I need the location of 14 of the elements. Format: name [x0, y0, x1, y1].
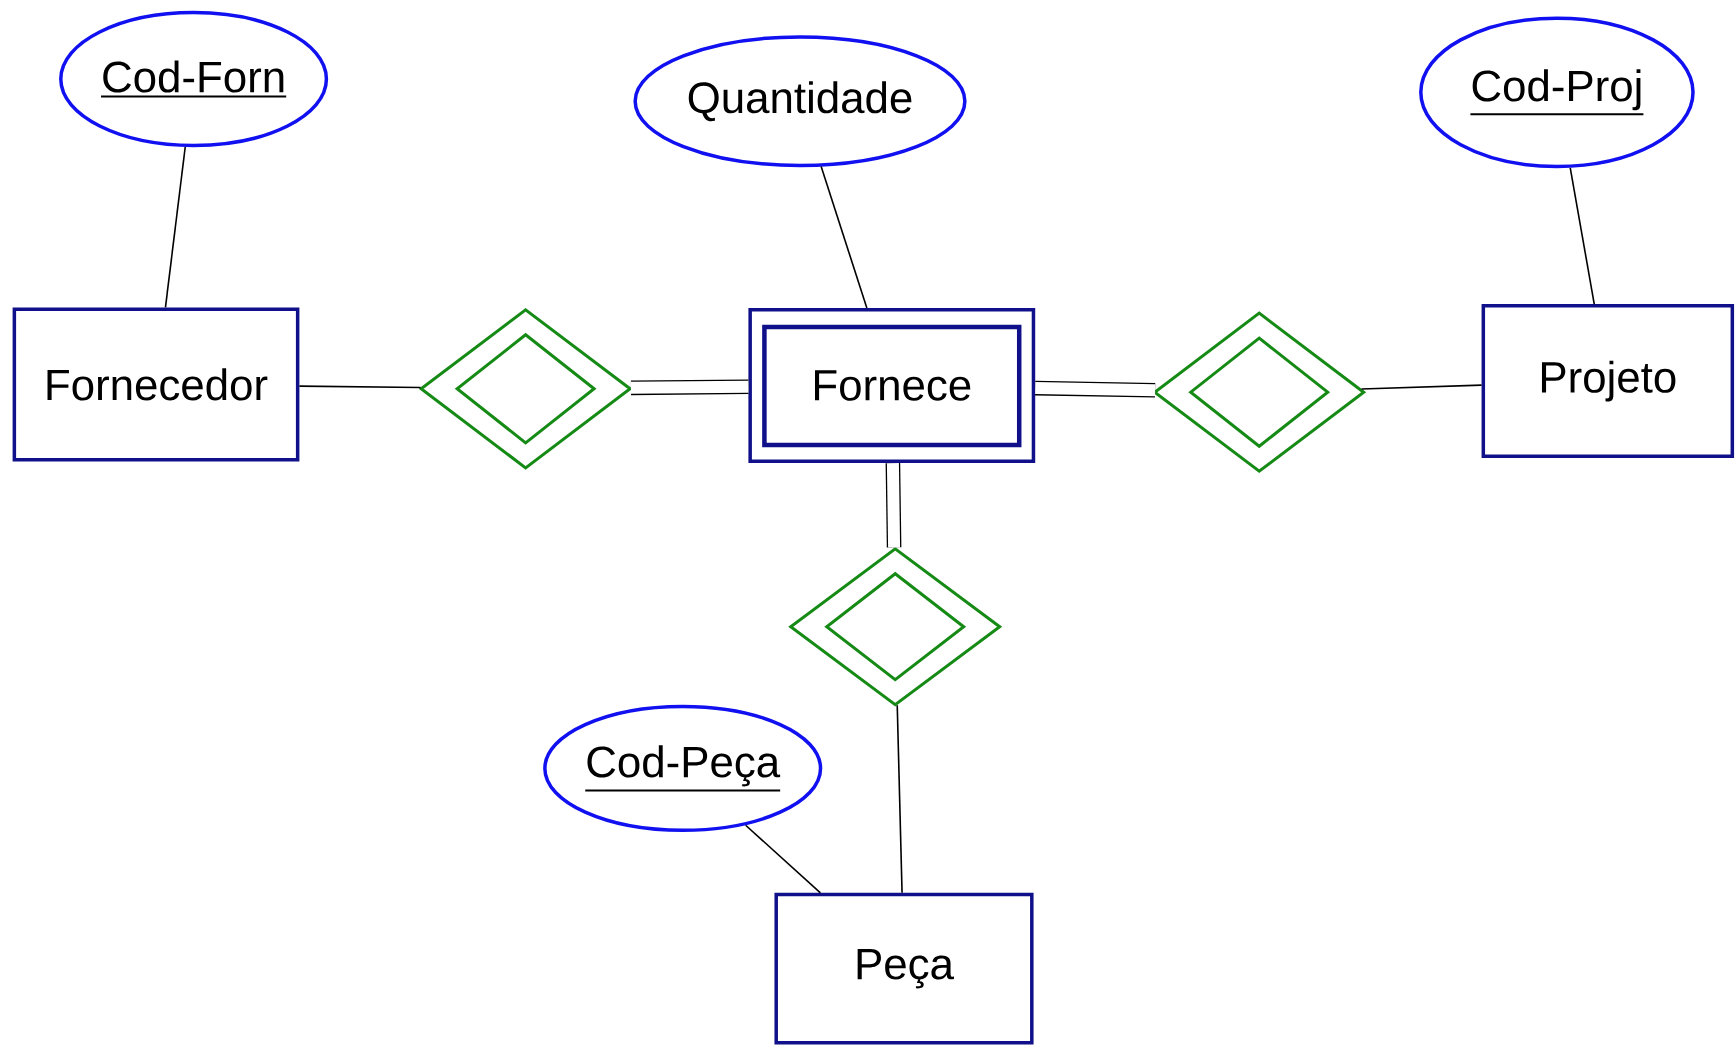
- weak-entity-box: Fornece: [748, 307, 1036, 464]
- connector-line: [896, 704, 903, 894]
- double-line: [885, 462, 902, 548]
- connector-line: [820, 165, 868, 309]
- entity-box: Projeto: [1481, 304, 1735, 459]
- connector-line: [298, 385, 422, 389]
- entity-box: Peça: [774, 892, 1034, 1045]
- entity-box: Fornecedor: [12, 307, 300, 462]
- connector-line: [1569, 167, 1596, 305]
- connector-line: [744, 824, 822, 894]
- connector-line: [1360, 384, 1483, 390]
- connector-line: [164, 146, 186, 309]
- double-line: [630, 379, 749, 396]
- double-line: [1035, 380, 1156, 398]
